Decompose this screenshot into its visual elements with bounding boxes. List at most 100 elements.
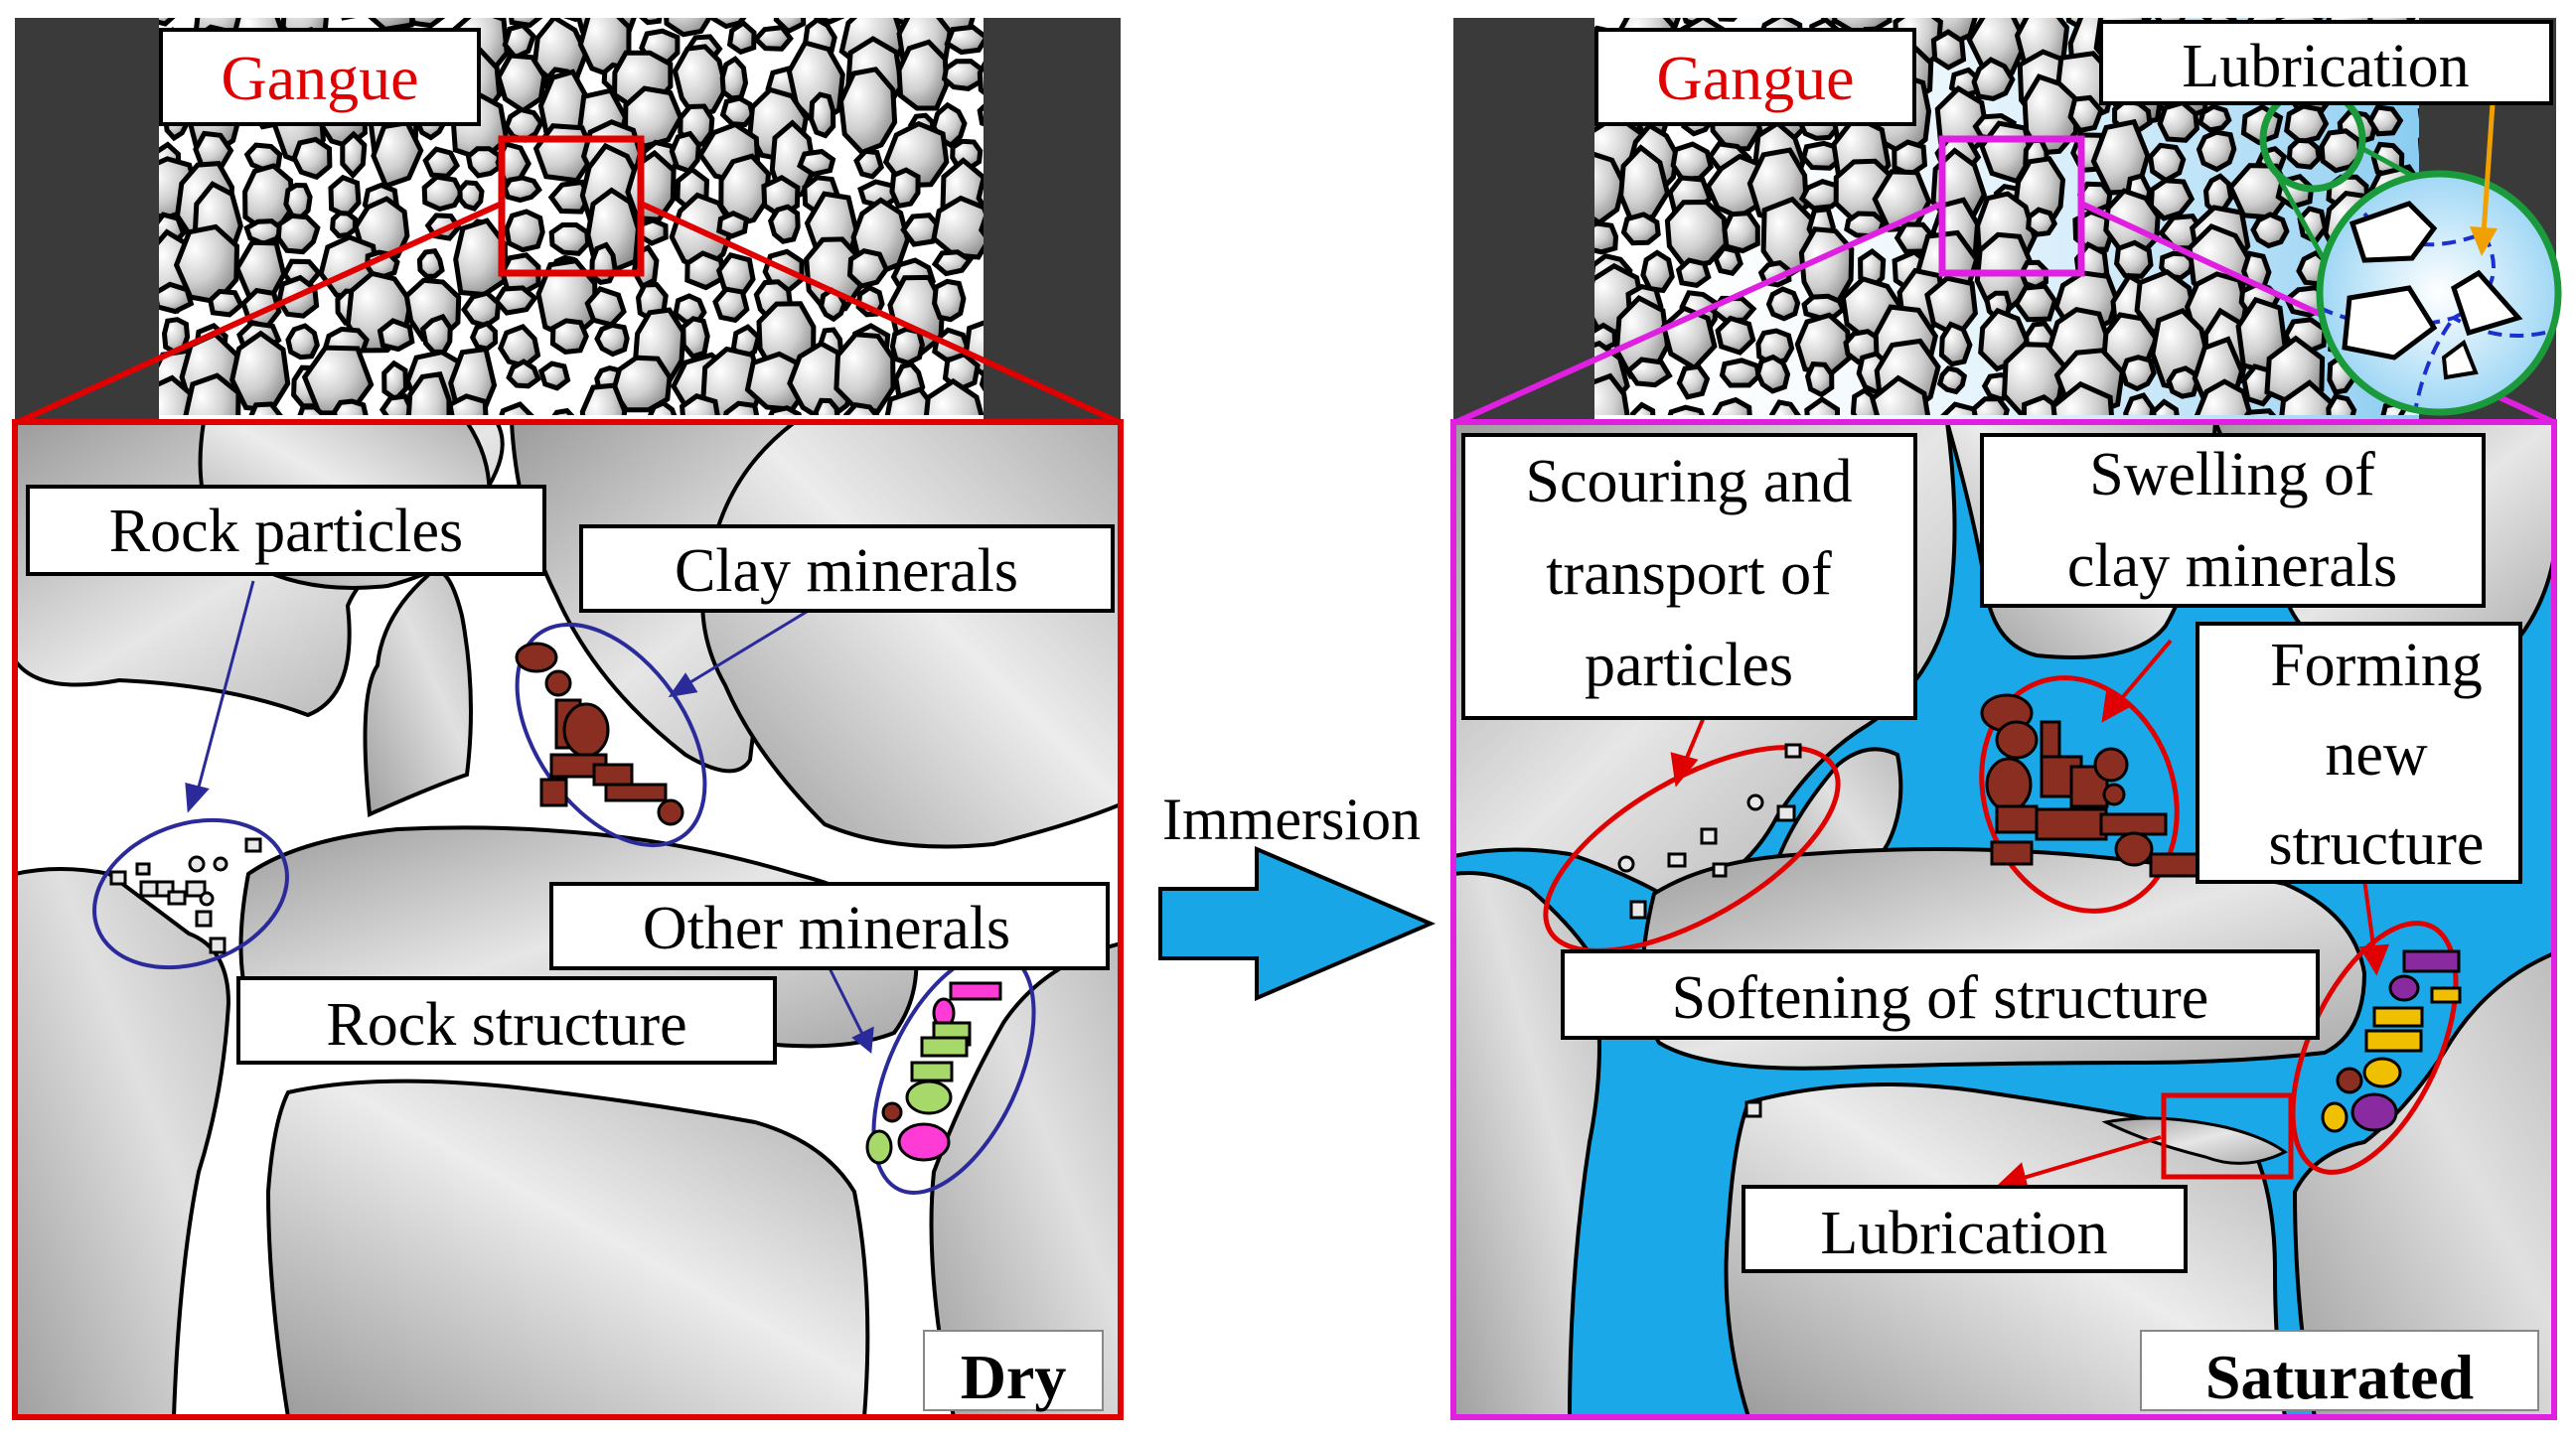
left-zoom-line-1: [16, 201, 504, 425]
gangue-pebble: [710, 18, 747, 30]
gangue-pebble: [2250, 212, 2290, 249]
other-minerals-label-box: Other minerals: [549, 882, 1110, 970]
gangue-pebble: [1593, 0, 1621, 14]
gangue-pebble: [409, 18, 446, 29]
gangue-pebble: [1640, 249, 1675, 294]
gangue-pebble: [2326, 393, 2357, 415]
gangue-pebble: [1667, 404, 1706, 415]
gangue-pebble: [1930, 29, 1967, 71]
gangue-pebble: [207, 288, 244, 318]
gangue-pebble: [1717, 18, 1739, 22]
sat-rock-grain-sliver: [2101, 1116, 2288, 1165]
gangue-pebble: [813, 18, 845, 25]
right-gangue-sample: Gangue Lubrication: [1453, 0, 2562, 425]
forming-label-box: Forming new structure: [2196, 622, 2522, 884]
saturated-state-label: Saturated: [2205, 1342, 2474, 1412]
gangue-pebble: [229, 330, 291, 413]
gangue-pebble: [2166, 365, 2199, 399]
left-zoom-line-2: [639, 201, 1121, 425]
gangue-pebble: [465, 18, 485, 24]
gangue-pebble: [2319, 128, 2363, 174]
gangue-pebble: [577, 18, 632, 79]
saturated-panel-frame: [1450, 419, 2557, 1420]
gangue-pebble: [768, 405, 802, 415]
gangue-pebble: [1715, 315, 1756, 356]
gangue-pebble: [1670, 141, 1714, 182]
gangue-pebble: [1936, 365, 1968, 395]
rock-particles-label: Rock particles: [109, 498, 463, 565]
gangue-pebble: [2367, 104, 2404, 137]
gangue-pebble: [421, 174, 465, 213]
gangue-pebble: [283, 182, 313, 221]
gangue-pebble: [502, 22, 536, 61]
lubrication-bottom-label: Lubrication: [1820, 1200, 2107, 1267]
gangue-pebble: [719, 95, 756, 128]
gangue-pebble: [797, 148, 836, 178]
gangue-pebble: [502, 175, 542, 204]
gangue-pebble: [1765, 286, 1801, 322]
gangue-pebble: [447, 393, 489, 415]
gangue-pebble: [669, 130, 701, 175]
right-gangue-label: Gangue: [1656, 43, 1854, 113]
left-clamp-right: [984, 18, 1121, 420]
gangue-pebble: [330, 211, 359, 239]
lubrication-top-label: Lubrication: [2182, 33, 2469, 100]
gangue-pebble: [457, 180, 485, 212]
left-clamp-left: [15, 18, 159, 420]
dry-rock-grain-bottom: [265, 1079, 870, 1417]
gangue-pebble: [664, 18, 712, 38]
scouring-ellipse: [1543, 745, 1841, 953]
gangue-pebble: [159, 18, 176, 27]
gangue-pebble: [285, 323, 320, 360]
gangue-pebble: [837, 67, 898, 156]
gangue-pebble: [589, 241, 618, 285]
gangue-pebble: [499, 401, 534, 415]
sat-new-structure-minerals: [2321, 949, 2462, 1133]
gangue-pebble: [1719, 358, 1762, 388]
gangue-pebble: [752, 24, 794, 52]
dry-rock-grain-bottom-right: [929, 940, 1121, 1417]
gangue-pebble: [1594, 372, 1630, 415]
gangue-pebble: [2157, 99, 2200, 143]
gangue-pebble: [681, 316, 710, 360]
sat-swollen-clay: [1980, 693, 2202, 878]
lubrication-magnifier-circle: [2316, 170, 2562, 416]
swelling-label-line-2: clay minerals: [2067, 532, 2397, 600]
dry-rock-grain-sliver: [363, 569, 473, 817]
gangue-pebble: [923, 377, 984, 415]
rock-structure-label-box: Rock structure: [236, 976, 777, 1065]
gangue-pebble: [712, 286, 750, 324]
gangue-pebble: [159, 374, 197, 415]
swelling-label-line-1: Swelling of: [2089, 441, 2375, 508]
gangue-pebble: [405, 371, 452, 415]
lubrication-bottom-label-box: Lubrication: [1742, 1185, 2188, 1273]
gangue-pebble: [1712, 396, 1752, 415]
magnifier-line-1: [2272, 169, 2333, 272]
gangue-pebble: [1966, 18, 2029, 75]
gangue-pebble: [1594, 151, 1626, 226]
gangue-pebble: [889, 326, 925, 366]
gangue-pebble: [275, 213, 321, 255]
gangue-pebble: [1917, 18, 1927, 21]
gangue-pebble: [341, 18, 357, 21]
swelling-ellipse: [1979, 675, 2180, 914]
gangue-pebble: [979, 368, 984, 392]
gangue-pebble: [647, 400, 678, 415]
softening-label: Softening of structure: [1672, 964, 2209, 1032]
dry-other-minerals: [865, 981, 1002, 1165]
right-gangue-label-box: Gangue: [1594, 28, 1916, 126]
sat-rock-grain-bottom-right: [2292, 950, 2554, 1417]
gangue-pebble: [944, 24, 984, 56]
gangue-pebble: [1971, 396, 2011, 415]
dry-clay-minerals: [515, 642, 684, 826]
gangue-pebble: [846, 248, 890, 289]
gangue-pebble: [900, 213, 943, 247]
gangue-pebble: [537, 360, 571, 391]
left-gangue-label: Gangue: [221, 43, 418, 113]
gangue-pebble: [853, 148, 885, 180]
gangue-pebble: [610, 355, 673, 413]
clay-minerals-label: Clay minerals: [675, 537, 1018, 605]
immersion-arrow-group: Immersion: [1158, 787, 1437, 1002]
gangue-pebble: [381, 360, 409, 403]
gangue-pebble: [594, 322, 630, 358]
